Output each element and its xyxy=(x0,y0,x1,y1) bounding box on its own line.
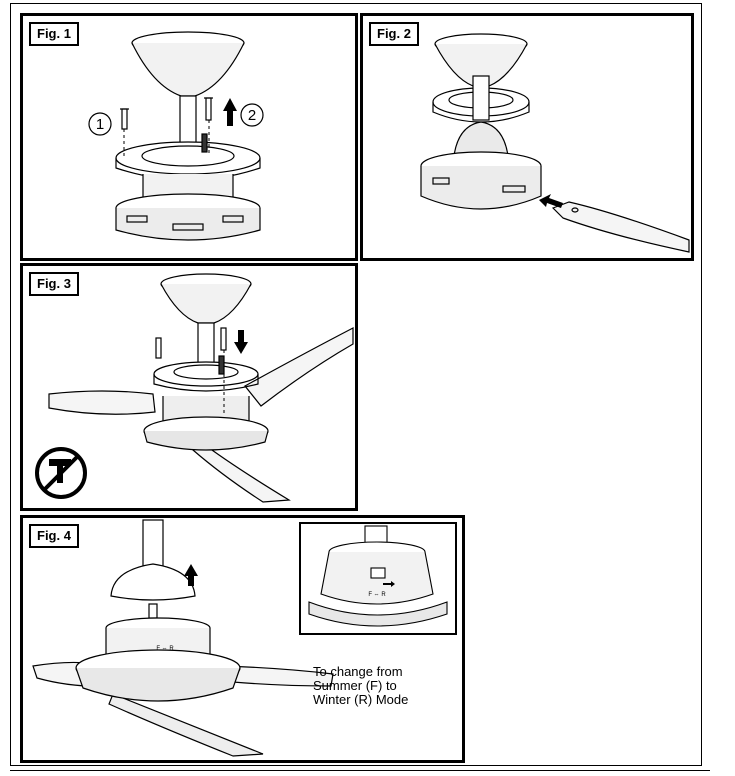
arrow-up-icon xyxy=(223,98,237,126)
figure-2-label: Fig. 2 xyxy=(369,22,419,46)
figure-3-illustration xyxy=(35,273,354,503)
switch-arrow-icon xyxy=(383,581,395,587)
manual-page-frame xyxy=(10,3,702,766)
arrow-left-icon xyxy=(539,194,563,208)
switch-label-main: F ⇔ R xyxy=(156,646,174,652)
figure-2-panel: Fig. 2 xyxy=(360,13,694,261)
step-2-marker: 2 xyxy=(248,107,256,124)
switch-detail-inset: F ⇔ R xyxy=(299,522,457,635)
step-1-marker: 1 xyxy=(96,116,104,133)
figure-1-panel: Fig. 1 xyxy=(20,13,358,261)
switch-detail-illustration: F ⇔ R xyxy=(308,525,448,627)
figure-1-label: Fig. 1 xyxy=(29,22,79,46)
figure-3-label: Fig. 3 xyxy=(29,272,79,296)
arrow-up-icon xyxy=(184,564,198,586)
figure-4-label: Fig. 4 xyxy=(29,524,79,548)
caption-line-2: Summer (F) to xyxy=(313,678,397,693)
no-tools-icon xyxy=(35,447,87,499)
bottom-rule xyxy=(10,770,710,771)
switch-label-inset: F ⇔ R xyxy=(368,592,386,598)
figure-1-illustration: 1 2 xyxy=(88,31,264,241)
arrow-down-icon xyxy=(234,330,248,354)
figure-2-illustration xyxy=(420,33,690,253)
figure-3-panel: Fig. 3 xyxy=(20,263,358,511)
mode-change-caption: To change from Summer (F) to Winter (R) … xyxy=(313,665,453,707)
caption-line-1: To change from xyxy=(313,664,403,679)
figure-4-panel: Fig. 4 F ⇔ R xyxy=(20,515,465,763)
figure-4-illustration: F ⇔ R xyxy=(32,519,334,757)
caption-line-3: Winter (R) Mode xyxy=(313,692,409,707)
